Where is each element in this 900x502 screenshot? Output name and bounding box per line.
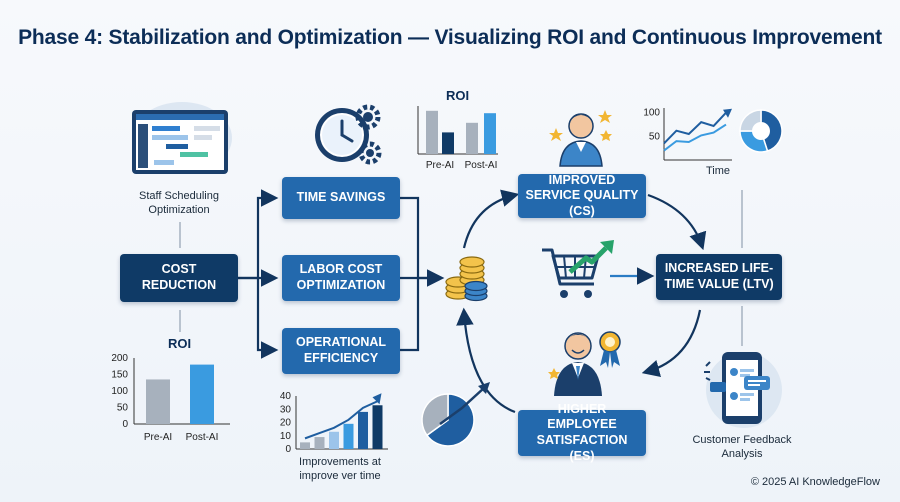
line-series — [663, 123, 727, 152]
pie-growth-icon — [418, 378, 498, 455]
roi-left-y-tick: 200 — [111, 353, 128, 364]
improve-trend-arrow — [372, 393, 382, 405]
roi-left-x-tick: Pre-AI — [144, 432, 172, 443]
improvements-label: Improvements at improve ver time — [299, 456, 381, 482]
roi-top-x-tick: Pre-AI — [426, 160, 454, 171]
roi-left-y-tick: 150 — [111, 370, 128, 381]
roi-top-bar — [466, 122, 478, 154]
improve-y-tick: 20 — [280, 418, 292, 429]
service-quality-box: IMPROVED SERVICE QUALITY (CS) — [518, 173, 646, 218]
improve-bar — [329, 431, 339, 449]
scheduling-dashboard-icon — [124, 100, 232, 189]
improve-bar — [372, 405, 383, 449]
ltv-box: INCREASED LIFE-TIME VALUE (LTV) — [656, 254, 782, 300]
roi-left-x-tick: Post-AI — [186, 432, 219, 443]
roi-top-x-tick: Post-AI — [465, 160, 498, 171]
donut-hole — [752, 122, 770, 140]
roi-top-bar — [484, 113, 496, 154]
improve-trend-line — [304, 400, 378, 440]
line-series — [663, 112, 727, 145]
improve-bar — [343, 423, 354, 449]
line-y-tick: 50 — [649, 131, 661, 142]
pie-growth-arrow-head — [478, 382, 490, 394]
staff-scheduling-label: Staff Scheduling Optimization — [139, 190, 219, 216]
time-savings-box: TIME SAVINGS — [282, 177, 400, 219]
improve-y-tick: 40 — [280, 391, 292, 402]
roi-left-y-tick: 50 — [117, 403, 129, 414]
donut-slice — [760, 109, 783, 152]
pie-growth-arrow-line — [439, 387, 485, 426]
improve-y-tick: 10 — [280, 431, 292, 442]
improve-bar — [314, 437, 325, 449]
pie-growth-slice — [421, 393, 449, 437]
roi-top-title: ROI — [446, 88, 470, 103]
roi-top-bar — [442, 132, 454, 154]
roi-left-bar — [190, 364, 214, 424]
star-employee-icon — [548, 104, 614, 173]
customer-feedback-label: Customer Feedback Analysis — [692, 434, 792, 460]
improve-y-tick: 30 — [280, 404, 292, 415]
coin-stack-icon — [442, 254, 492, 307]
donut-chart-icon — [738, 108, 784, 159]
line-arrow-head — [723, 108, 732, 118]
roi-left-bar — [146, 379, 170, 424]
roi-top-bar — [426, 110, 438, 154]
improve-bar — [300, 442, 310, 449]
mobile-feedback-icon — [700, 346, 784, 435]
cost-reduction-box: COST REDUCTION — [120, 254, 238, 302]
line-y-tick: 100 — [643, 108, 660, 119]
labor-cost-box: LABOR COST OPTIMIZATION — [282, 255, 400, 301]
improve-bar — [358, 411, 368, 449]
shopping-cart-growth-icon — [540, 240, 616, 309]
award-employee-icon — [548, 326, 628, 403]
copyright-footer: © 2025 AI KnowledgeFlow — [750, 476, 880, 488]
operational-efficiency-box: OPERATIONAL EFFICIENCY — [282, 328, 400, 374]
roi-left-title: ROI — [168, 336, 192, 351]
clock-gears-icon — [312, 103, 382, 174]
page-title: Phase 4: Stabilization and Optimization … — [18, 26, 882, 49]
time-axis-label: Time — [705, 165, 731, 177]
roi-left-y-tick: 100 — [111, 386, 128, 397]
roi-left-y-tick: 0 — [122, 419, 128, 430]
improve-y-tick: 0 — [285, 444, 291, 455]
